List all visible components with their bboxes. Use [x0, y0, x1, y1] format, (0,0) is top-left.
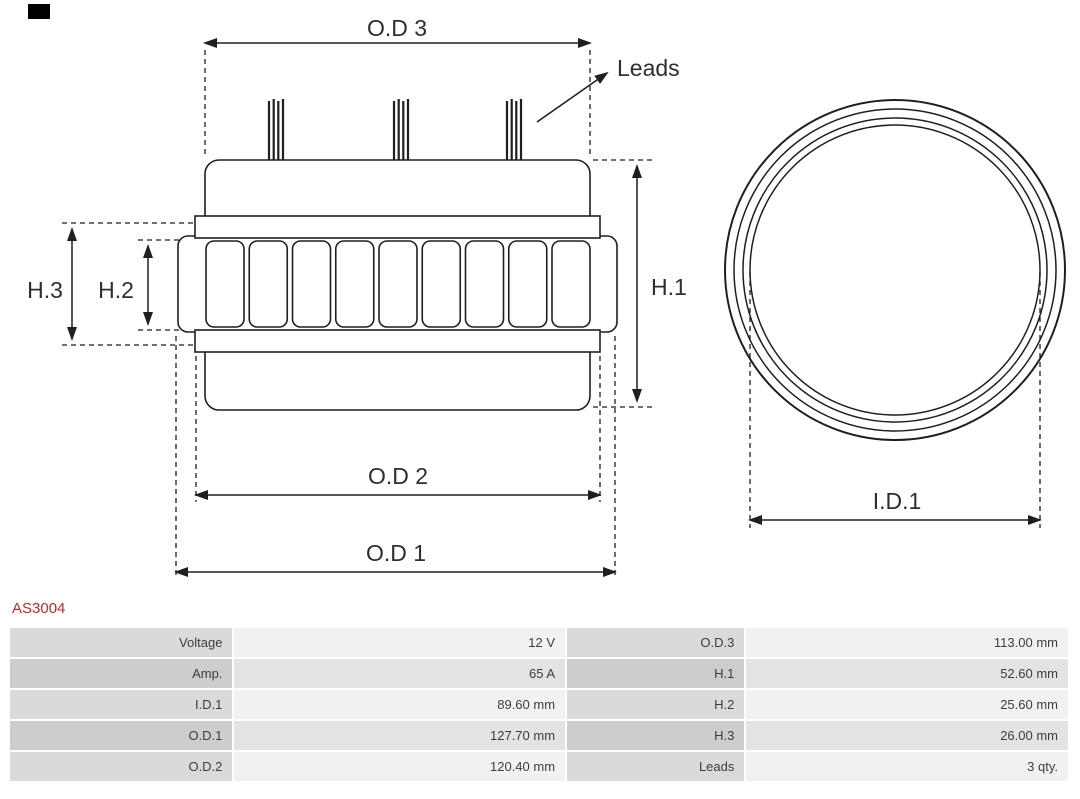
dimension-od3 — [203, 38, 592, 157]
table-row: Amp. 65 A H.1 52.60 mm — [10, 659, 1068, 688]
dimension-lines — [62, 38, 1042, 578]
dimension-h1 — [593, 159, 652, 408]
dim-label-h3: H.3 — [27, 277, 63, 303]
dimension-h2 — [138, 239, 180, 331]
lead-wires — [267, 99, 523, 161]
dimension-od2 — [194, 356, 602, 502]
dim-label-od3: O.D 3 — [367, 15, 427, 41]
table-row: Voltage 12 V O.D.3 113.00 mm — [10, 628, 1068, 657]
core-slots — [205, 240, 591, 328]
dimension-od1 — [174, 336, 617, 578]
dim-label-od2: O.D 2 — [368, 463, 428, 489]
spec-label: H.2 — [567, 690, 745, 719]
spec-value: 26.00 mm — [746, 721, 1068, 750]
stator-front-view — [724, 99, 1066, 441]
spec-label: H.3 — [567, 721, 745, 750]
dim-label-leads: Leads — [617, 55, 680, 81]
stator-technical-drawing: O.D 3 Leads H.1 H.3 H.2 O.D 2 O.D 1 I.D.… — [27, 15, 1066, 578]
spec-label: H.1 — [567, 659, 745, 688]
spec-label: O.D.3 — [567, 628, 745, 657]
spec-table: Voltage 12 V O.D.3 113.00 mm Amp. 65 A H… — [8, 626, 1070, 783]
stator-side-view — [177, 99, 618, 411]
part-number: AS3004 — [12, 600, 66, 617]
dim-label-h2: H.2 — [98, 277, 134, 303]
flange-top — [194, 215, 601, 239]
spec-value: 65 A — [234, 659, 566, 688]
spec-label: I.D.1 — [10, 690, 233, 719]
dimension-h3 — [62, 222, 196, 346]
dim-label-id1: I.D.1 — [873, 488, 922, 514]
spec-value: 12 V — [234, 628, 566, 657]
spec-value: 89.60 mm — [234, 690, 566, 719]
leads-pointer — [536, 71, 609, 123]
logo-fragment — [28, 4, 50, 19]
dim-label-h1: H.1 — [651, 274, 687, 300]
flange-bottom — [194, 329, 601, 353]
spec-value: 120.40 mm — [234, 752, 566, 781]
spec-label: Amp. — [10, 659, 233, 688]
dim-label-od1: O.D 1 — [366, 540, 426, 566]
spec-value: 25.60 mm — [746, 690, 1068, 719]
stator-diagram-svg: O.D 3 Leads H.1 H.3 H.2 O.D 2 O.D 1 I.D.… — [27, 15, 1066, 578]
spec-value: 3 qty. — [746, 752, 1068, 781]
table-row: O.D.2 120.40 mm Leads 3 qty. — [10, 752, 1068, 781]
spec-value: 52.60 mm — [746, 659, 1068, 688]
spec-label: Voltage — [10, 628, 233, 657]
spec-value: 127.70 mm — [234, 721, 566, 750]
spec-label: O.D.2 — [10, 752, 233, 781]
dimension-id1 — [748, 272, 1042, 528]
table-row: I.D.1 89.60 mm H.2 25.60 mm — [10, 690, 1068, 719]
spec-label: Leads — [567, 752, 745, 781]
table-row: O.D.1 127.70 mm H.3 26.00 mm — [10, 721, 1068, 750]
spec-value: 113.00 mm — [746, 628, 1068, 657]
spec-label: O.D.1 — [10, 721, 233, 750]
